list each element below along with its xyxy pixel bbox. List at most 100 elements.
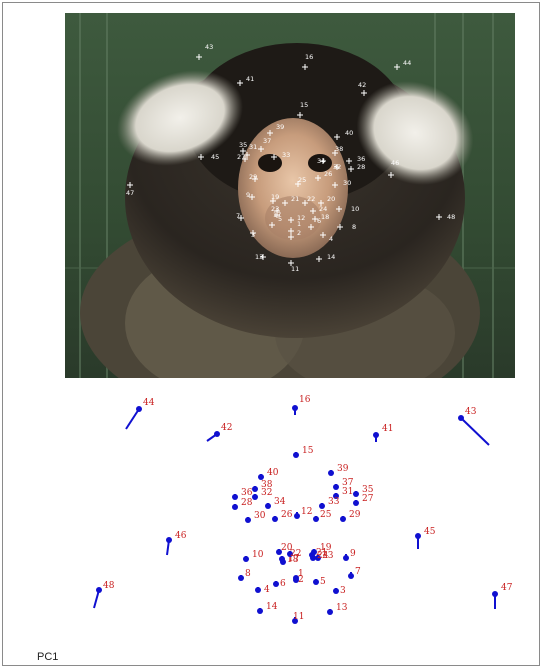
pc-point bbox=[255, 587, 261, 593]
photo-landmark-42: 42 bbox=[358, 81, 367, 96]
photo-landmark-label: 45 bbox=[211, 153, 219, 161]
photo-landmark-label: 14 bbox=[327, 253, 335, 261]
photo-landmark-label: 15 bbox=[300, 101, 308, 109]
photo-landmark-label: 44 bbox=[403, 59, 411, 67]
photo-landmark-3: 3 bbox=[250, 230, 256, 239]
pc-landmark-label: 23 bbox=[322, 551, 334, 561]
pc-point bbox=[313, 579, 319, 585]
photo-landmark-label: 30 bbox=[343, 179, 351, 187]
photo-landmark-label: 18 bbox=[321, 213, 329, 221]
pc-landmark-24: 24 bbox=[310, 551, 329, 561]
photo-landmark-label: 12 bbox=[297, 214, 305, 222]
pc-point bbox=[276, 549, 282, 555]
photo-landmark-23: 23 bbox=[271, 205, 280, 214]
photo-landmark-6: 6 bbox=[308, 217, 321, 230]
pc-landmark-34: 34 bbox=[265, 497, 286, 509]
pc-landmark-47: 47 bbox=[492, 583, 513, 609]
pc-point bbox=[258, 474, 264, 480]
photo-landmark-16: 16 bbox=[302, 53, 313, 70]
pc-landmark-45: 45 bbox=[415, 527, 436, 549]
pc-point bbox=[293, 577, 299, 583]
pc-landmark-label: 39 bbox=[337, 464, 349, 474]
pc-point bbox=[327, 609, 333, 615]
pc-point bbox=[257, 608, 263, 614]
pc-landmark-label: 33 bbox=[328, 497, 340, 507]
pc-point bbox=[353, 500, 359, 506]
photo-landmark-label: 11 bbox=[291, 265, 299, 273]
pc-landmark-label: 25 bbox=[320, 510, 332, 520]
pc-landmark-label: 14 bbox=[266, 602, 278, 612]
pc-point bbox=[373, 432, 379, 438]
pc-landmark-label: 10 bbox=[252, 550, 264, 560]
pc-landmark-26: 26 bbox=[272, 510, 293, 522]
photo-landmark-label: 1 bbox=[297, 220, 301, 228]
photo-landmark-label: 36 bbox=[357, 155, 365, 163]
photo-landmark-label: 48 bbox=[447, 213, 455, 221]
pc-landmark-label: 38 bbox=[261, 480, 273, 490]
pc-landmark-label: 37 bbox=[342, 478, 354, 488]
pc-point bbox=[292, 618, 298, 624]
pc-landmark-label: 18 bbox=[287, 555, 299, 565]
pc-point bbox=[272, 516, 278, 522]
pc-landmark-label: 31 bbox=[342, 487, 353, 497]
photo-landmark-label: 25 bbox=[298, 176, 306, 184]
pc-landmark-25: 25 bbox=[313, 510, 332, 522]
pc-point bbox=[232, 504, 238, 510]
pc-point bbox=[252, 494, 258, 500]
pc-point bbox=[340, 516, 346, 522]
pc-point bbox=[348, 573, 354, 579]
photo-landmark-22: 22 bbox=[302, 195, 315, 206]
pc-landmark-label: 7 bbox=[355, 567, 361, 577]
pc-landmark-44: 44 bbox=[125, 398, 155, 430]
pc-landmark-5: 5 bbox=[313, 577, 326, 587]
photo-landmark-label: 31 bbox=[249, 143, 257, 151]
photo-landmark-30: 30 bbox=[332, 179, 351, 188]
pc-landmark-28: 28 bbox=[232, 498, 253, 510]
pc-landmark-label: 21 bbox=[316, 548, 327, 558]
pc-landmark-16: 16 bbox=[292, 395, 311, 415]
pc-point bbox=[232, 494, 238, 500]
pc-point bbox=[328, 470, 334, 476]
photo-landmark-label: 33 bbox=[282, 151, 290, 159]
pc-landmark-40: 40 bbox=[258, 468, 279, 480]
pc-landmark-label: 45 bbox=[424, 527, 436, 537]
pc-landmark-label: 35 bbox=[362, 485, 374, 495]
photo-landmark-label: 16 bbox=[305, 53, 313, 61]
pc-point bbox=[292, 405, 298, 411]
photo-landmark-28: 28 bbox=[348, 163, 365, 172]
pc-landmark-label: 47 bbox=[501, 583, 513, 593]
photo-landmark-label: 41 bbox=[246, 75, 254, 83]
pc-point bbox=[273, 581, 279, 587]
photo-landmark-18: 18 bbox=[312, 213, 329, 222]
pc-landmark-18: 18 bbox=[280, 555, 299, 565]
photo-landmark-31: 31 bbox=[244, 143, 257, 158]
pc-point bbox=[214, 431, 220, 437]
photo-landmark-36: 36 bbox=[346, 155, 365, 164]
pc-landmark-label: 1 bbox=[298, 569, 304, 579]
photo-landmark-43: 43 bbox=[196, 43, 213, 60]
pc-landmark-label: 41 bbox=[382, 424, 393, 434]
pc-landmark-label: 30 bbox=[254, 511, 266, 521]
pc-point bbox=[313, 516, 319, 522]
pc-point bbox=[343, 555, 349, 561]
photo-landmark-41: 41 bbox=[237, 75, 254, 86]
pc-landmark-label: 6 bbox=[280, 579, 286, 589]
pc-vector bbox=[93, 589, 100, 609]
pc-landmark-14: 14 bbox=[257, 602, 278, 614]
photo-landmark-45: 45 bbox=[198, 153, 219, 161]
pc-landmark-label: 20 bbox=[281, 543, 293, 553]
photo-landmark-label: 37 bbox=[263, 137, 271, 145]
pc-landmark-2: 2 bbox=[293, 575, 304, 585]
photo-landmark-label: 42 bbox=[358, 81, 366, 89]
pc-landmark-9: 9 bbox=[343, 549, 356, 561]
pc-landmark-38: 38 bbox=[252, 480, 273, 492]
pc-point bbox=[293, 452, 299, 458]
pc-landmark-31: 31 bbox=[333, 487, 353, 499]
pc-landmark-label: 2 bbox=[298, 575, 304, 585]
photo-landmark-label: 2 bbox=[297, 229, 301, 237]
photo-landmark-label: 17 bbox=[273, 211, 281, 219]
pc-point bbox=[333, 484, 339, 490]
photo-landmark-37: 37 bbox=[258, 137, 271, 152]
pc-landmark-41: 41 bbox=[373, 424, 393, 442]
